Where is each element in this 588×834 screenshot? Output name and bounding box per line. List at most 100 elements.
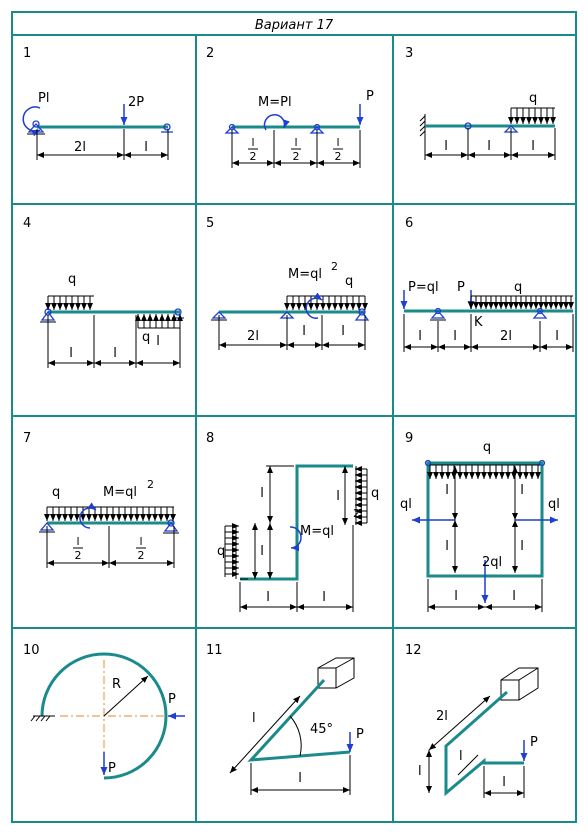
svg-text:2: 2: [75, 549, 82, 562]
svg-text:2: 2: [293, 150, 300, 163]
svg-text:l: l: [260, 486, 264, 501]
cell-number-7: 7: [23, 431, 31, 446]
scheme-5: M=ql 2 q 2l l l: [211, 260, 370, 350]
radius-line: [103, 675, 149, 717]
dim-2l: [428, 695, 491, 751]
label-force: 2P: [128, 95, 144, 110]
svg-text:l: l: [294, 136, 297, 149]
scheme-4: q q l l l: [40, 272, 184, 368]
svg-text:l: l: [445, 539, 449, 554]
scheme-9: q ql ql 2ql l l l l l l: [400, 440, 560, 612]
cell-number-9: 9: [405, 431, 413, 446]
fixed-block: [317, 657, 355, 689]
label-2l: 2l: [436, 709, 448, 724]
distributed-load: [44, 506, 176, 521]
label-p: P: [356, 727, 364, 742]
cell-number-6: 6: [405, 216, 413, 231]
label-ql-left: ql: [400, 497, 412, 512]
cell-number-8: 8: [206, 431, 214, 446]
svg-text:l: l: [487, 139, 491, 154]
frame: [247, 678, 351, 762]
svg-text:2l: 2l: [74, 140, 86, 155]
svg-text:2: 2: [353, 507, 360, 520]
svg-text:l: l: [336, 136, 339, 149]
cell-number-3: 3: [405, 46, 413, 61]
cell-number-5: 5: [206, 216, 214, 231]
scheme-12: 2l l l P l: [418, 667, 539, 798]
label-q: q: [52, 485, 60, 500]
label-q: q: [68, 272, 76, 287]
dimensions: 2l l: [36, 129, 169, 160]
variant-title: Вариант 17: [255, 18, 334, 33]
svg-text:l: l: [512, 589, 516, 604]
cell-numbers: 1 2 3 4 5 6 7 8 9 10 11 12: [23, 46, 422, 658]
roller-support: [161, 123, 173, 133]
frame: [444, 690, 524, 797]
svg-text:l: l: [520, 483, 524, 498]
fixed-wall: [419, 114, 426, 138]
scheme-7: q M=ql 2 l 2 l 2: [39, 478, 179, 568]
distributed-load: [284, 295, 368, 310]
distributed-load-left: [224, 523, 239, 577]
label-moment: Pl: [38, 91, 49, 106]
grid: [12, 35, 576, 822]
cell-number-11: 11: [206, 643, 223, 658]
svg-text:l: l: [266, 590, 270, 605]
wall-hatch: [30, 715, 51, 722]
svg-text:l: l: [444, 139, 448, 154]
label-r: R: [112, 677, 121, 692]
moment-arc: [263, 114, 290, 131]
label-q: q: [345, 274, 353, 289]
label-2ql: 2ql: [482, 555, 502, 570]
svg-text:l: l: [520, 539, 524, 554]
cell-number-1: 1: [23, 46, 31, 61]
svg-text:l: l: [139, 535, 142, 548]
svg-text:2l: 2l: [500, 329, 512, 344]
svg-text:2: 2: [331, 260, 338, 273]
dimensions: l l l l l: [239, 465, 354, 612]
distributed-load-bottom: [135, 314, 183, 329]
distributed-load-top: [427, 464, 541, 479]
fixed-block: [500, 667, 539, 701]
svg-text:l: l: [302, 324, 306, 339]
svg-text:l: l: [322, 590, 326, 605]
label-q: q: [529, 91, 537, 106]
dimensions: l l l l l l: [427, 466, 543, 612]
label-p: P: [530, 735, 538, 750]
svg-text:l: l: [251, 136, 254, 149]
svg-text:l: l: [341, 324, 345, 339]
hinge-left: [424, 459, 432, 467]
distributed-load: [468, 295, 574, 309]
distributed-load: [508, 107, 556, 124]
dimensions: 2l l l: [218, 315, 366, 350]
cell-number-10: 10: [23, 643, 40, 658]
svg-text:l: l: [418, 329, 422, 344]
label-q2: q: [142, 330, 150, 345]
semi-ring: [40, 652, 168, 780]
label-angle: 45°: [310, 722, 333, 737]
svg-text:l: l: [69, 346, 73, 361]
label-pql: P=ql: [408, 280, 439, 295]
label-q-left: q: [217, 544, 225, 559]
label-p-vertical: P: [108, 761, 116, 776]
label-p: P: [457, 280, 465, 295]
distributed-load-right: [355, 466, 368, 526]
svg-text:2: 2: [147, 478, 154, 491]
moment-arc: [289, 526, 302, 552]
frame: [240, 464, 353, 581]
label-moment: M=ql: [300, 524, 334, 539]
distributed-load-top: [45, 295, 94, 310]
svg-text:l: l: [113, 346, 117, 361]
cell-number-4: 4: [23, 216, 31, 231]
dim-diag-small: [457, 754, 479, 776]
svg-text:l: l: [555, 329, 559, 344]
dim-diagonal: [229, 695, 301, 774]
pin-support-left: [430, 307, 446, 321]
svg-text:2: 2: [250, 150, 257, 163]
label-force: P: [366, 89, 374, 104]
label-l-horiz: l: [298, 771, 302, 786]
svg-text:l: l: [144, 140, 148, 155]
label-q: q: [483, 440, 491, 455]
svg-text:2: 2: [138, 549, 145, 562]
